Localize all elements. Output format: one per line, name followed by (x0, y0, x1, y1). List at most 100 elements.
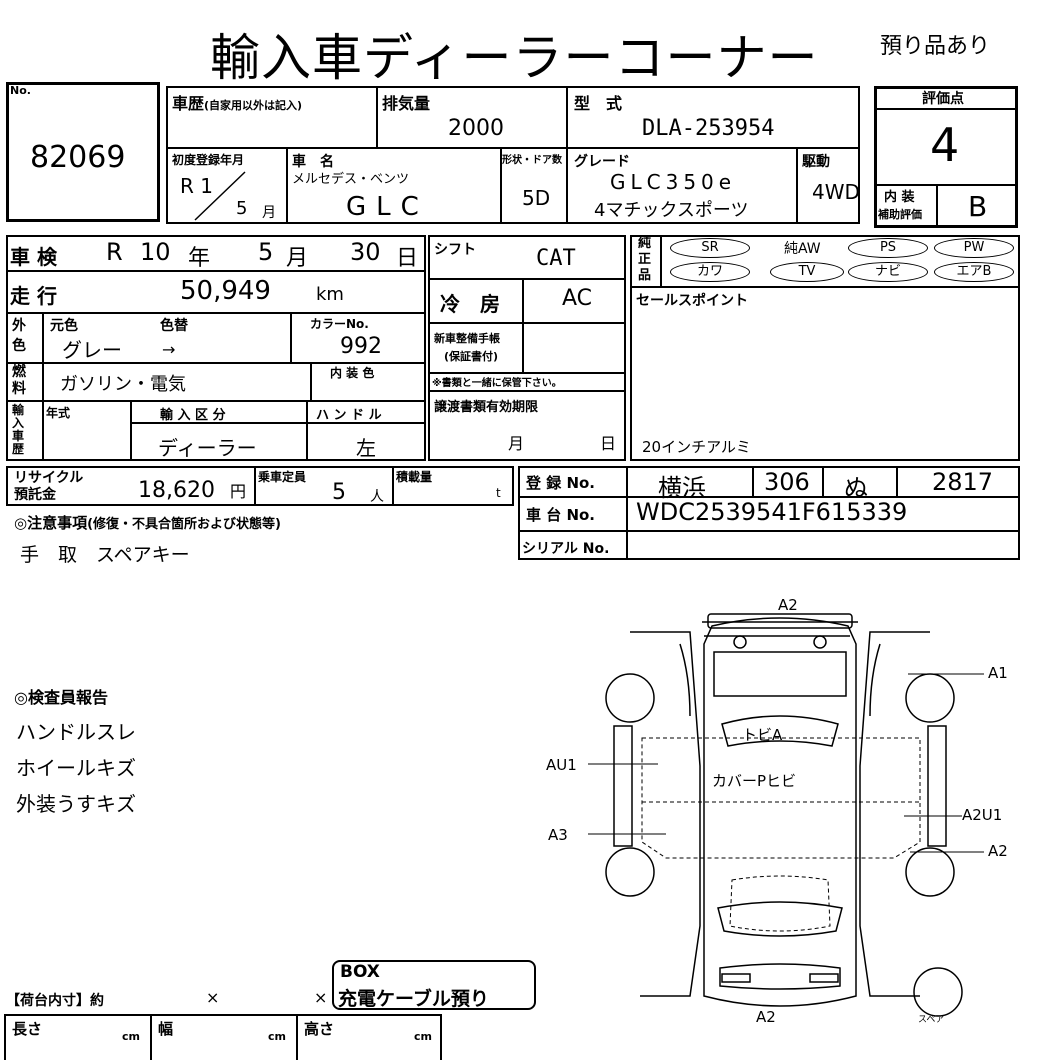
handle-label: ハ ン ド ル (316, 408, 382, 423)
reg-kana: ぬ (844, 474, 868, 502)
drive-label: 駆動 (802, 154, 830, 170)
inspection-month-unit: 月 (286, 246, 309, 271)
orig-color-value: グレー (62, 338, 122, 362)
inspector-item: 外装うすキズ (16, 792, 136, 816)
registration-box (518, 466, 1020, 560)
handle-value: 左 (356, 436, 376, 460)
change-color-label: 色替 (160, 318, 188, 334)
shift-value: CAT (536, 246, 576, 271)
box-line-2: 充電ケーブル預り (338, 988, 489, 1010)
fuel-label: 燃料 (12, 364, 26, 397)
service-book-label: 新車整備手帳 (434, 332, 500, 345)
diag-hood-label: トビA (742, 726, 783, 744)
history-label: 車歴(自家用以外は記入) (172, 94, 303, 113)
model-code-value: DLA-253954 (642, 116, 775, 141)
equip-tv: TV (770, 262, 844, 282)
inspection-label: 車 検 (10, 245, 57, 269)
car-damage-diagram (588, 613, 984, 1017)
inspection-box (6, 235, 426, 461)
model-code-label: 型 式 (574, 94, 623, 113)
cargo-label: 【荷台内寸】約 (6, 993, 104, 1009)
mileage-unit: km (316, 284, 344, 305)
length-unit: cm (122, 1030, 140, 1043)
interior-label-1: 内 装 (884, 190, 915, 205)
mileage-value: 50,949 (180, 276, 271, 306)
interior-color-label: 内 装 色 (330, 366, 375, 380)
recycle-value: 18,620 (138, 478, 215, 503)
recycle-unit: 円 (230, 482, 247, 501)
equip-leather: カワ (670, 262, 750, 282)
interior-rating: B (968, 190, 988, 223)
width-label: 幅 (158, 1020, 174, 1038)
first-reg-slash (194, 171, 246, 221)
cargo-dims-box (4, 1014, 442, 1060)
serial-label: シリアル No. (522, 541, 610, 557)
chassis-label: 車 台 No. (526, 506, 596, 524)
reg-number: 2817 (932, 468, 994, 496)
height-label: 高さ (304, 1020, 335, 1038)
reg-place: 横浜 (658, 474, 706, 502)
import-year-label: 年式 (46, 406, 71, 420)
equipment-label: 純正品 (638, 236, 652, 283)
equip-pw: PW (934, 238, 1014, 258)
width-unit: cm (268, 1030, 286, 1043)
equip-ps: PS (848, 238, 928, 258)
fuel-value: ガソリン・電気 (60, 374, 186, 395)
transfer-day-unit: 日 (600, 434, 617, 453)
deposit-note: 預り品あり (880, 34, 991, 59)
color-code-label: カラーNo. (310, 317, 369, 331)
aircon-value: AC (562, 286, 593, 311)
grade-line2: 4マチックスポーツ (594, 200, 749, 221)
equip-navi: ナビ (848, 262, 928, 282)
page-title: 輸入車ディーラーコーナー (210, 29, 819, 87)
equip-sr: SR (670, 238, 750, 258)
vehicle-info-box (166, 86, 860, 224)
first-reg-era: R 1 (180, 174, 213, 198)
inspection-day: 30 (350, 238, 381, 266)
grade-line1: GLC350e (610, 170, 737, 194)
registration-label: 登 録 No. (526, 474, 596, 492)
interior-label-2: 補助評価 (878, 208, 922, 221)
height-unit: cm (414, 1030, 432, 1043)
load-unit: t (496, 486, 501, 500)
aircon-label: 冷 房 (440, 292, 500, 316)
inspector-item: ホイールキズ (16, 756, 136, 780)
diag-spare-label: スペア (918, 1015, 945, 1025)
service-book-sub: (保証書付) (444, 350, 499, 363)
sales-point-label: セールスポイント (636, 293, 748, 309)
exterior-color-label: 外色 (12, 318, 26, 354)
capacity-label: 乗車定員 (258, 470, 307, 484)
diag-a1-label: A1 (988, 664, 1008, 682)
sales-point-value: 20インチアルミ (642, 438, 751, 456)
notes-label: ◎注意事項(修復・不具合箇所および状態等) (14, 514, 281, 532)
inspection-year: 10 (140, 238, 171, 266)
inspection-era: R (106, 238, 123, 266)
shift-label: シフト (434, 242, 476, 258)
shift-box (428, 235, 626, 461)
cargo-box-note: BOX 充電ケーブル預り (332, 960, 536, 1010)
diag-au1-label: AU1 (546, 756, 577, 774)
import-label: 輸入車歴 (12, 403, 25, 456)
equipment-box (630, 235, 1020, 461)
color-arrow: → (162, 340, 176, 359)
car-name-label: 車 名 (292, 154, 334, 170)
recycle-label-1: リサイクル (14, 470, 84, 486)
recycle-box (6, 466, 514, 506)
car-maker: メルセデス・ベンツ (292, 172, 410, 187)
transfer-docs-label: 譲渡書類有効期限 (434, 400, 539, 415)
inspection-day-unit: 日 (396, 246, 419, 271)
lot-label: No. (10, 84, 31, 97)
inspection-year-unit: 年 (188, 246, 211, 271)
body-label: 形状・ドア数 (502, 155, 562, 166)
import-category-label: 輸 入 区 分 (160, 408, 226, 423)
chassis-value: WDC2539541F615339 (636, 498, 908, 526)
import-category-value: ディーラー (158, 436, 257, 460)
diag-a3-label: A3 (548, 826, 568, 844)
length-label: 長さ (12, 1020, 43, 1038)
load-label: 積載量 (396, 470, 433, 484)
first-reg-month-unit: 月 (262, 205, 276, 221)
diag-bottom-label: A2 (756, 1008, 776, 1026)
first-reg-label: 初度登録年月 (172, 153, 245, 167)
diag-a2-label: A2 (988, 842, 1008, 860)
